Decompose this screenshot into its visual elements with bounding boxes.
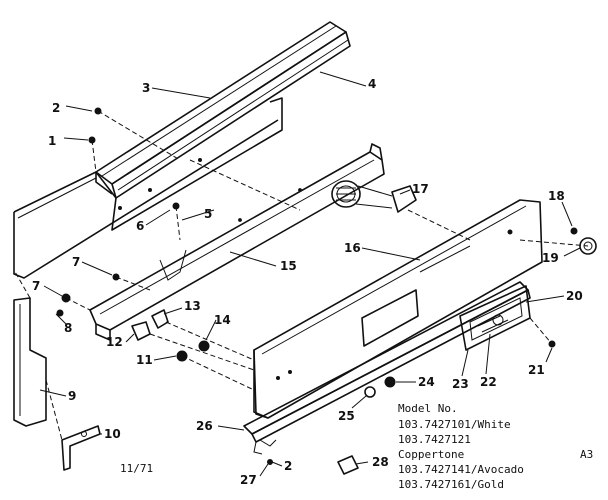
callout-21: 21	[528, 363, 545, 377]
sheet-code: A3	[580, 448, 593, 461]
callout-6: 6	[136, 219, 144, 233]
callout-8: 8	[64, 321, 72, 335]
callout-11: 11	[136, 353, 153, 367]
callout-23: 23	[452, 377, 469, 391]
callout-2-lower: 2	[284, 459, 292, 473]
callout-3: 3	[142, 81, 150, 95]
top-trim-rail	[95, 21, 351, 199]
callout-18: 18	[548, 189, 565, 203]
callout-19: 19	[542, 251, 559, 265]
lower-trim-strip	[243, 281, 531, 455]
callout-14: 14	[214, 313, 231, 327]
callout-26: 26	[196, 419, 213, 433]
callout-17: 17	[412, 182, 429, 196]
model-line-3: Coppertone	[398, 448, 464, 461]
callout-20: 20	[566, 289, 583, 303]
timer-motor	[331, 180, 471, 241]
callout-9: 9	[68, 389, 76, 403]
model-line-2: 103.7427121	[398, 433, 471, 446]
callout-12: 12	[106, 335, 123, 349]
callout-16: 16	[344, 241, 361, 255]
model-line-1: 103.7427101/White	[398, 418, 511, 431]
callout-10: 10	[104, 427, 121, 441]
model-line-4: 103.7427141/Avocado	[398, 463, 524, 476]
callout-28: 28	[372, 455, 389, 469]
backsplash-panel	[13, 97, 283, 279]
callout-5: 5	[204, 207, 212, 221]
callout-13: 13	[184, 299, 201, 313]
callout-15: 15	[280, 259, 297, 273]
callout-25: 25	[338, 409, 355, 423]
leader-lines	[39, 71, 581, 477]
mounting-bracket	[89, 143, 385, 341]
model-line-5: 103.7427161/Gold	[398, 478, 504, 491]
callout-27: 27	[240, 473, 257, 487]
bracket-clip	[61, 425, 101, 471]
console-panel	[253, 199, 543, 419]
callout-7-upper: 7	[72, 255, 80, 269]
callout-1: 1	[48, 134, 56, 148]
alignment-lines	[13, 110, 589, 441]
callout-22: 22	[480, 375, 497, 389]
callout-4: 4	[368, 77, 376, 91]
callout-2: 2	[52, 101, 60, 115]
side-end-cap	[13, 297, 47, 427]
callout-24: 24	[418, 375, 435, 389]
callout-7-lower: 7	[32, 279, 40, 293]
model-heading: Model No.	[398, 402, 458, 415]
date-code: 11/71	[120, 462, 153, 475]
model-info-block: Model No. 103.7427101/White 103.7427121 …	[398, 402, 524, 491]
